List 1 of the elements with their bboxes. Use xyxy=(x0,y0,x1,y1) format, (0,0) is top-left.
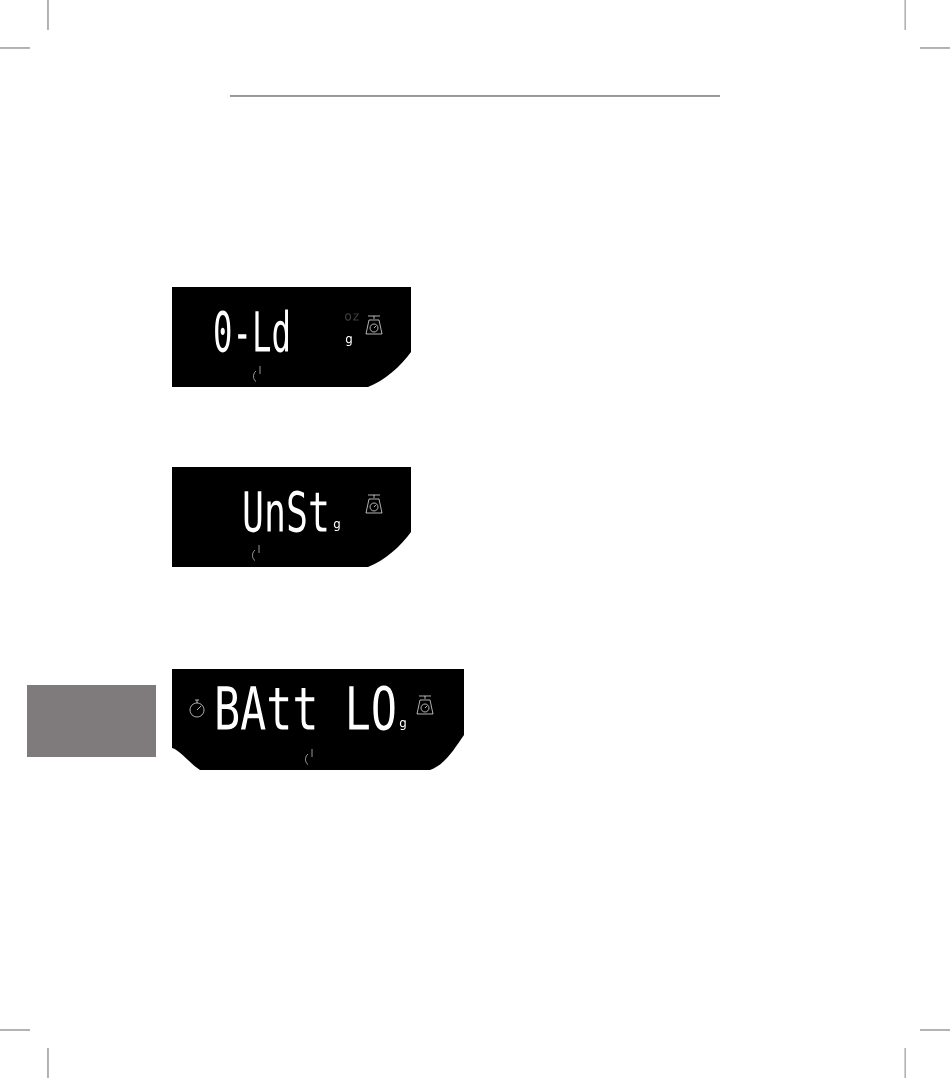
lcd-display: 0-Ld oz g xyxy=(172,287,411,387)
